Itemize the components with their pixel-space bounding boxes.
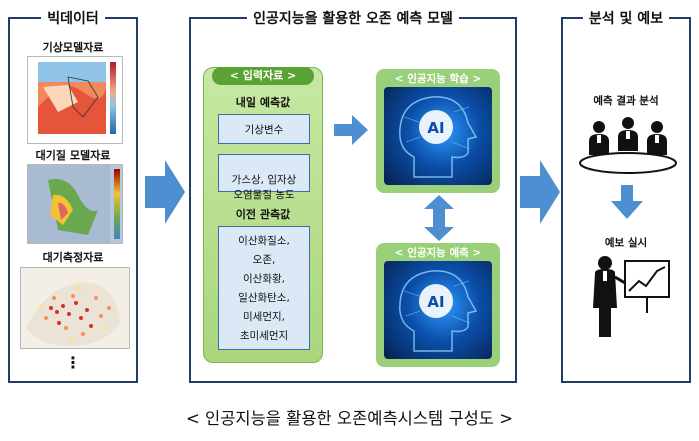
air-measurement-label: 대기측정자료 [42, 251, 104, 264]
ai-head-image: AI [384, 87, 492, 185]
presenter-icon [593, 256, 670, 337]
more-indicator: ⋮ [65, 353, 81, 372]
arrow-right-icon-small [334, 115, 368, 145]
ai-brain-icon: AI [399, 96, 478, 178]
input-data-header: < 입력자료 > [212, 67, 314, 85]
bigdata-panel-title-wrap: 빅데이터 [10, 8, 136, 28]
air-quality-map-image [28, 165, 120, 243]
past-item: 미세먼지, [243, 311, 285, 323]
double-arrow-icon [424, 195, 454, 241]
weather-variable-text: 기상변수 [244, 124, 284, 136]
ai-text: AI [427, 293, 444, 311]
bigdata-panel: 빅데이터 기상모델자료 대기질 모델자료 [8, 11, 138, 383]
ai-learning-title: < 인공지능 학습 > [394, 73, 482, 85]
bigdata-panel-title: 빅데이터 [41, 11, 105, 27]
ai-learning-card: < 인공지능 학습 > AI [376, 69, 500, 193]
input-data-box: < 입력자료 > 내일 예측값 기상변수 가스상, 입자상 오염물질 농도 이전… [203, 67, 323, 363]
arrow-right-icon-1 [145, 160, 185, 224]
air-measurement-thumbnail [20, 267, 130, 349]
weather-model-label: 기상모델자료 [42, 41, 104, 54]
model-panel-title-wrap: 인공지능을 활용한 오존 예측 모델 [191, 8, 515, 28]
pollutant-box: 가스상, 입자상 오염물질 농도 [218, 154, 310, 201]
past-item: 일산화탄소, [238, 292, 290, 304]
analysis-panel: 분석 및 예보 예측 결과 분석 예보 실시 [561, 11, 691, 383]
ai-brain-icon: AI [399, 270, 478, 352]
ai-prediction-title: < 인공지능 예측 > [394, 247, 482, 259]
ai-head-image: AI [384, 261, 492, 359]
weather-map-image [38, 62, 116, 134]
weather-variable-box: 기상변수 [218, 114, 310, 144]
model-panel: 인공지능을 활용한 오존 예측 모델 < 입력자료 > 내일 예측값 기상변수 … [189, 11, 517, 383]
arrow-down-icon [611, 185, 643, 219]
pollutant-text: 가스상, 입자상 오염물질 농도 [231, 174, 297, 201]
past-item: 오존, [252, 254, 276, 266]
analysis-panel-title-wrap: 분석 및 예보 [563, 8, 689, 28]
past-observation-title: 이전 관측값 [235, 208, 291, 221]
figure-caption: < 인공지능을 활용한 오존예측시스템 구성도 > [185, 409, 514, 428]
past-item: 이산화황, [243, 273, 285, 285]
past-item: 이산화질소, [238, 235, 290, 247]
past-observation-box: 이산화질소, 오존, 이산화황, 일산화탄소, 미세먼지, 초미세먼지 [218, 226, 310, 350]
measurement-map-image [26, 282, 121, 347]
result-analysis-label: 예측 결과 분석 [593, 95, 659, 107]
ai-text: AI [427, 119, 444, 137]
air-quality-model-thumbnail [27, 164, 123, 244]
air-quality-model-label: 대기질 모델자료 [35, 149, 111, 162]
weather-model-thumbnail [27, 56, 123, 144]
analysis-panel-title: 분석 및 예보 [582, 11, 670, 27]
ai-prediction-card: < 인공지능 예측 > AI [376, 243, 500, 367]
past-item: 초미세먼지 [239, 330, 289, 342]
arrow-right-icon-2 [520, 160, 560, 224]
meeting-icon [579, 117, 677, 174]
model-panel-title: 인공지능을 활용한 오존 예측 모델 [247, 11, 459, 27]
next-day-title: 내일 예측값 [235, 96, 291, 109]
forecast-label: 예보 실시 [604, 237, 648, 249]
